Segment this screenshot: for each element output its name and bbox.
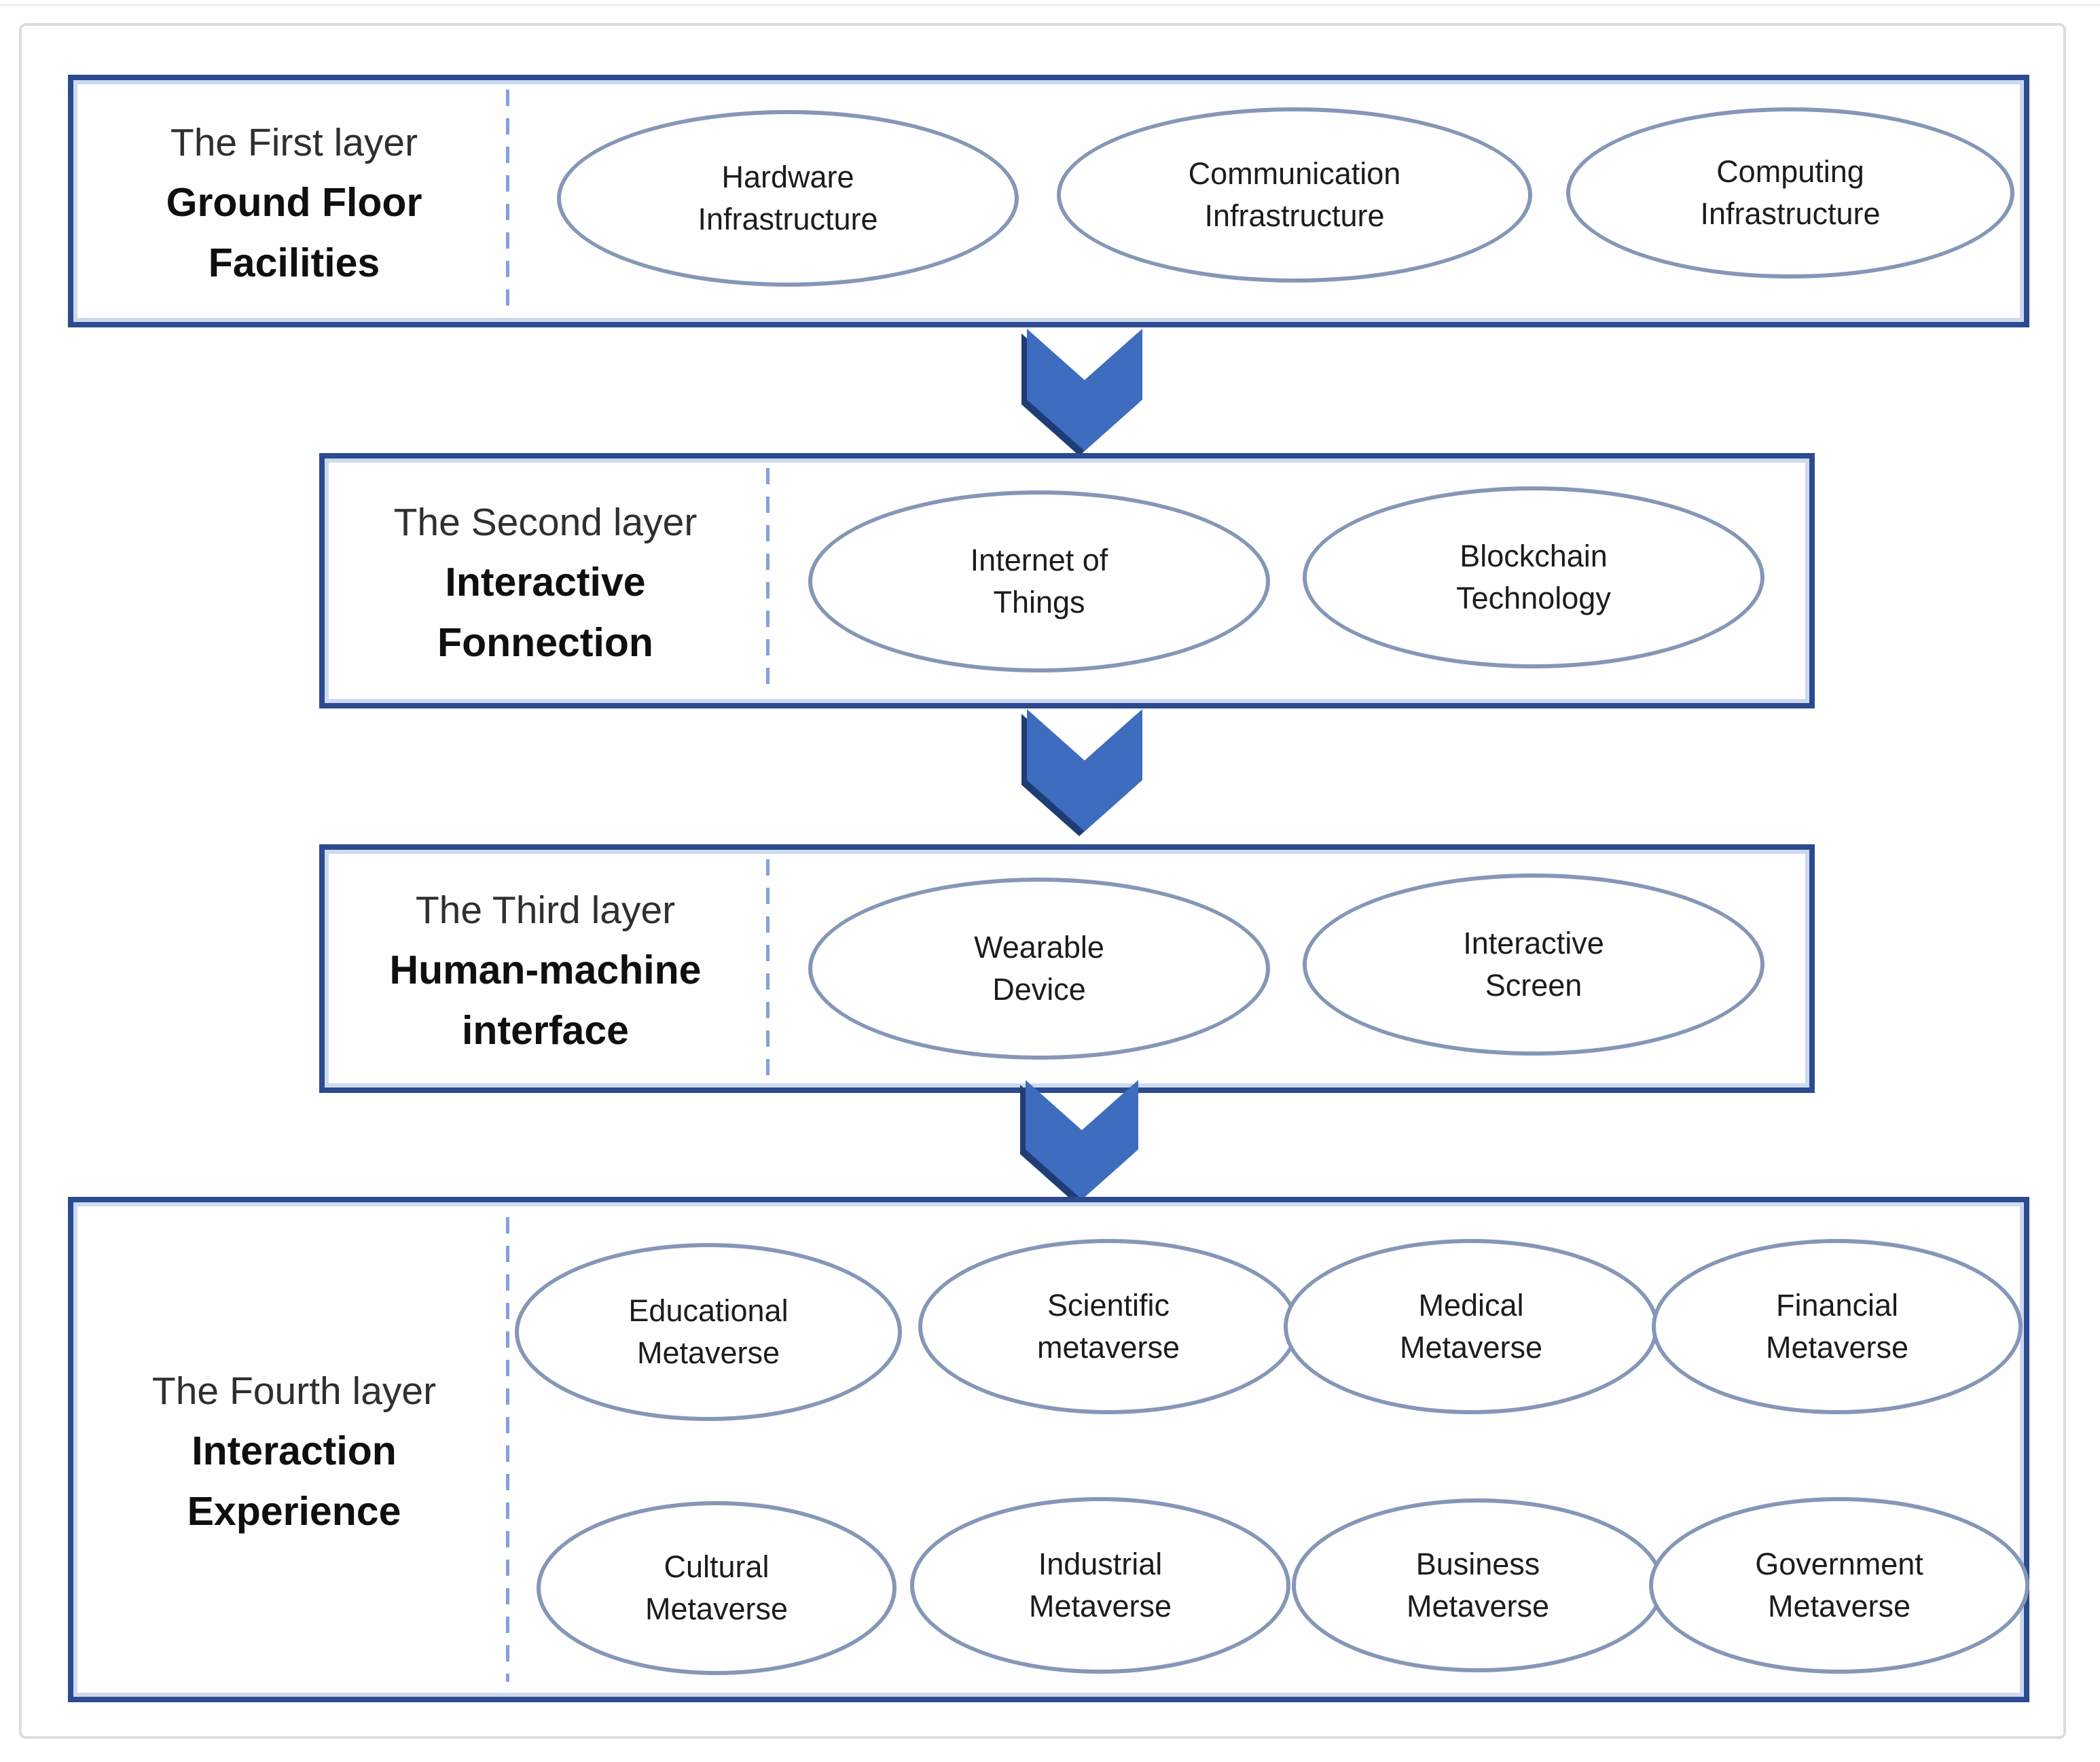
- node-label-line: Metaverse: [1765, 1330, 1909, 1365]
- down-chevron-arrow-3: [1020, 1080, 1138, 1204]
- node-label-line: Communication: [1188, 156, 1401, 191]
- node-label-line: Business: [1415, 1546, 1540, 1581]
- layer-2-dashed-divider: [766, 468, 770, 694]
- node-label-line: Metaverse: [645, 1592, 789, 1626]
- layer-3-subtitle-line-1: Human-machine: [389, 947, 702, 992]
- layer-3-subtitle-line-2: interface: [462, 1008, 629, 1054]
- layer-1-subtitle-line-1: Ground Floor: [166, 179, 422, 225]
- layer-4-subtitle-line-1: Interaction: [192, 1428, 397, 1473]
- figure-frame: [19, 23, 2066, 1739]
- node-label-line: Infrastructure: [698, 202, 878, 236]
- node-label-line: Technology: [1456, 581, 1611, 615]
- layer-2-subtitle-line-1: Interactive: [445, 559, 646, 605]
- node-label-line: Device: [992, 972, 1086, 1007]
- layer-3-dashed-divider: [766, 859, 770, 1078]
- node-educational-metaverse: Educational Metaverse: [515, 1243, 902, 1421]
- node-computing-infrastructure: Computing Infrastructure: [1566, 107, 2014, 278]
- node-label-line: Metaverse: [636, 1335, 780, 1370]
- node-label-line: Infrastructure: [1700, 196, 1881, 231]
- node-label-line: Metaverse: [1767, 1589, 1911, 1623]
- layer-1-label: The First layer Ground Floor Facilities: [80, 87, 508, 321]
- node-label-line: Hardware: [721, 159, 854, 194]
- layer-4-label: The Fourth layer Interaction Experience: [80, 1209, 508, 1695]
- node-blockchain-technology: Blockchain Technology: [1303, 486, 1764, 668]
- node-label-line: Wearable: [974, 929, 1104, 965]
- node-label-line: metaverse: [1036, 1330, 1180, 1365]
- down-chevron-arrow-1: [1021, 329, 1142, 456]
- layer-2-box: The Second layer Interactive Fonnection …: [319, 453, 1815, 708]
- layer-2-label: The Second layer Interactive Fonnection: [331, 465, 759, 702]
- node-label-line: Metaverse: [1399, 1330, 1543, 1365]
- node-internet-of-things: Internet of Things: [808, 490, 1270, 672]
- layer-1-dashed-divider: [506, 90, 509, 312]
- chevron-icon: [1026, 1080, 1138, 1200]
- down-chevron-arrow-2: [1021, 709, 1142, 836]
- node-label-line: Educational: [628, 1293, 789, 1328]
- node-label-line: Government: [1755, 1546, 1923, 1581]
- layer-1-title: The First layer: [170, 121, 418, 165]
- layer-2-subtitle-line-2: Fonnection: [437, 620, 653, 666]
- layer-4-title: The Fourth layer: [151, 1369, 437, 1414]
- layer-1-subtitle-line-2: Facilities: [208, 240, 380, 286]
- node-label-line: Industrial: [1038, 1546, 1163, 1581]
- node-wearable-device: Wearable Device: [808, 878, 1270, 1060]
- node-label-line: Blockchain: [1460, 538, 1608, 573]
- layer-4-subtitle-line-2: Experience: [187, 1489, 401, 1534]
- node-label-line: Things: [993, 585, 1085, 619]
- layer-4-dashed-divider: [506, 1217, 509, 1682]
- node-label-line: Screen: [1485, 968, 1582, 1003]
- node-business-metaverse: Business Metaverse: [1292, 1498, 1664, 1672]
- node-label-line: Computing: [1716, 154, 1864, 189]
- page-top-divider: [0, 4, 2100, 6]
- node-label-line: Medical: [1418, 1287, 1524, 1323]
- layer-3-title: The Third layer: [415, 888, 676, 933]
- node-government-metaverse: Government Metaverse: [1649, 1497, 2029, 1674]
- layer-3-label: The Third layer Human-machine interface: [331, 857, 759, 1086]
- node-label-line: Scientific: [1047, 1287, 1170, 1323]
- node-label-line: Interactive: [1463, 925, 1604, 960]
- node-label-line: Cultural: [664, 1549, 770, 1584]
- node-label-line: Metaverse: [1028, 1589, 1172, 1623]
- node-financial-metaverse: Financial Metaverse: [1652, 1239, 2023, 1414]
- node-industrial-metaverse: Industrial Metaverse: [910, 1497, 1290, 1674]
- chevron-icon: [1027, 329, 1142, 451]
- node-medical-metaverse: Medical Metaverse: [1284, 1239, 1659, 1414]
- node-label-line: Metaverse: [1406, 1589, 1550, 1623]
- node-label-line: Infrastructure: [1204, 198, 1385, 233]
- layer-1-box: The First layer Ground Floor Facilities …: [68, 75, 2029, 327]
- node-interactive-screen: Interactive Screen: [1303, 874, 1764, 1056]
- node-hardware-infrastructure: Hardware Infrastructure: [557, 110, 1019, 287]
- node-label-line: Internet of: [970, 542, 1108, 577]
- node-cultural-metaverse: Cultural Metaverse: [537, 1501, 897, 1675]
- chevron-icon: [1027, 709, 1142, 831]
- node-label-line: Financial: [1775, 1287, 1899, 1323]
- node-scientific-metaverse: Scientific metaverse: [918, 1239, 1299, 1414]
- layer-3-box: The Third layer Human-machine interface …: [319, 844, 1815, 1093]
- layer-4-box: The Fourth layer Interaction Experience …: [68, 1197, 2029, 1702]
- layer-2-title: The Second layer: [393, 501, 698, 545]
- node-communication-infrastructure: Communication Infrastructure: [1057, 107, 1532, 283]
